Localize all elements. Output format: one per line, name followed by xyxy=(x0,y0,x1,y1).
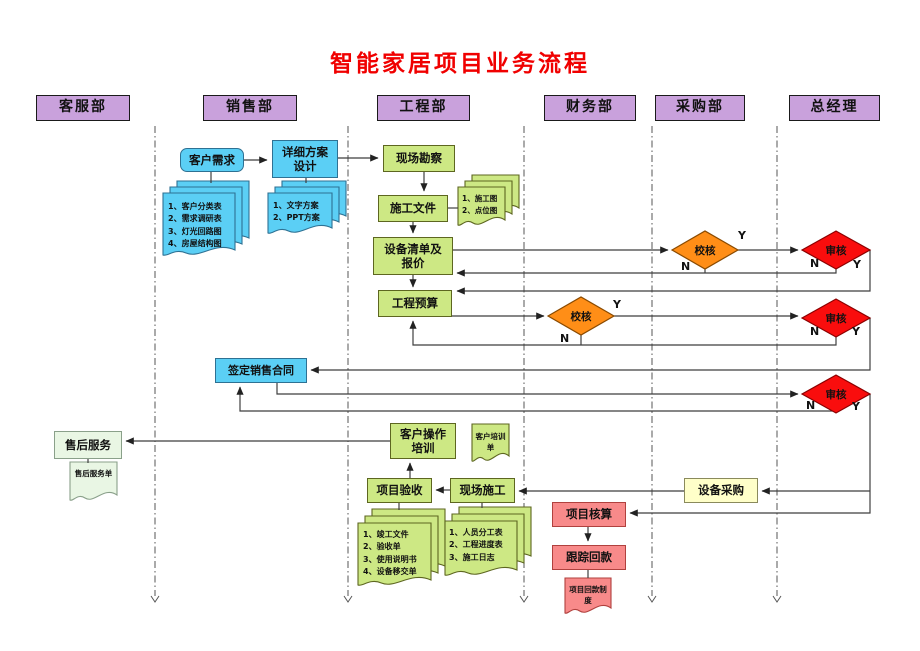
doc-line: 2、验收单 xyxy=(363,542,401,552)
label-review1-no: N xyxy=(810,257,820,270)
doc-line: 2、点位图 xyxy=(462,205,498,215)
lane-header-general-manager: 总经理 xyxy=(789,95,880,121)
doc-line: 2、PPT方案 xyxy=(273,213,320,223)
node-site-construction: 现场施工 xyxy=(450,478,515,503)
label-review2-no: N xyxy=(810,325,820,338)
doc-line: 2、需求调研表 xyxy=(168,214,222,224)
acceptance-docs-shape xyxy=(357,508,446,586)
doc-line: 3、施工日志 xyxy=(449,552,495,562)
lane-dividers xyxy=(154,126,778,596)
review-diamond-2 xyxy=(800,298,872,338)
payment-doc-label: 项目回款制度 xyxy=(569,585,607,605)
check-diamond-1 xyxy=(670,230,740,270)
node-customer-need: 客户需求 xyxy=(180,148,244,172)
doc-line: 2、工程进度表 xyxy=(449,540,503,550)
label-review1-yes: Y xyxy=(853,258,861,271)
node-acceptance: 项目验收 xyxy=(367,478,432,503)
node-procurement: 设备采购 xyxy=(684,478,758,503)
doc-line: 1、竣工文件 xyxy=(363,530,409,539)
acceptance-docs-list: 1、竣工文件 2、验收单 3、使用说明书 4、设备移交单 xyxy=(363,529,429,579)
node-training: 客户操作培训 xyxy=(390,423,456,459)
node-payment-tracking: 跟踪回款 xyxy=(552,545,626,570)
label-check2-yes: Y xyxy=(613,298,621,311)
doc-line: 4、房屋结构图 xyxy=(168,239,222,249)
lane-header-sales: 销售部 xyxy=(203,95,297,121)
customer-docs-list: 1、客户分类表 2、需求调研表 3、灯光回路图 4、房屋结构图 xyxy=(168,201,232,251)
decision-diamonds xyxy=(546,230,872,414)
doc-line: 4、设备移交单 xyxy=(363,567,417,577)
label-check2-no: N xyxy=(560,332,570,345)
node-construction-file: 施工文件 xyxy=(378,195,448,222)
construction-docs-shape xyxy=(457,174,520,226)
connectors xyxy=(87,154,871,578)
training-doc-shape xyxy=(471,423,510,462)
plan-docs-list: 1、文字方案 2、PPT方案 xyxy=(273,200,329,225)
label-check-2: 校核 xyxy=(570,310,592,323)
label-check1-yes: Y xyxy=(738,229,746,242)
training-doc-label: 客户培训单 xyxy=(475,432,506,452)
label-review3-no: N xyxy=(806,399,816,412)
doc-line: 3、使用说明书 xyxy=(363,554,417,564)
node-device-quote: 设备清单及报价 xyxy=(373,237,453,275)
label-check1-no: N xyxy=(681,260,691,273)
doc-line: 3、灯光回路图 xyxy=(168,226,222,236)
doc-line: 1、施工图 xyxy=(462,194,498,203)
payment-doc-shape xyxy=(564,577,612,614)
node-detail-design: 详细方案设计 xyxy=(272,140,338,178)
site-docs-list: 1、人员分工表 2、工程进度表 3、施工日志 xyxy=(449,527,515,564)
page-title: 智能家居项目业务流程 xyxy=(330,51,590,77)
after-sales-doc-shape xyxy=(69,461,118,501)
plan-docs-shape xyxy=(267,180,347,234)
label-review-2: 审核 xyxy=(825,312,847,325)
review-diamond-1 xyxy=(800,230,872,270)
label-review3-yes: Y xyxy=(852,400,860,413)
node-budget: 工程预算 xyxy=(378,290,452,317)
node-site-survey: 现场勘察 xyxy=(383,145,455,172)
customer-docs-shape xyxy=(162,180,250,256)
lane-header-engineering: 工程部 xyxy=(377,95,470,121)
lane-header-procurement: 采购部 xyxy=(655,95,745,121)
label-review-1: 审核 xyxy=(825,244,847,257)
node-after-sales: 售后服务 xyxy=(54,431,122,459)
lane-header-finance: 财务部 xyxy=(544,95,636,121)
label-check-1: 校核 xyxy=(694,244,716,257)
lane-end-arrows xyxy=(150,595,782,603)
document-shapes xyxy=(69,174,612,614)
label-review-3: 审核 xyxy=(825,388,847,401)
label-review2-yes: Y xyxy=(852,325,860,338)
review-diamond-3 xyxy=(800,374,872,414)
lane-header-customer-service: 客服部 xyxy=(36,95,130,121)
construction-docs-list: 1、施工图 2、点位图 xyxy=(462,193,504,216)
node-sign-contract: 签定销售合同 xyxy=(215,358,307,383)
doc-line: 1、人员分工表 xyxy=(449,528,503,537)
site-docs-shape xyxy=(444,506,532,576)
after-sales-doc-label: 售后服务单 xyxy=(74,469,113,478)
doc-line: 1、客户分类表 xyxy=(168,202,222,211)
check-diamond-2 xyxy=(546,296,616,336)
doc-line: 1、文字方案 xyxy=(273,201,319,210)
node-accounting: 项目核算 xyxy=(552,502,626,527)
